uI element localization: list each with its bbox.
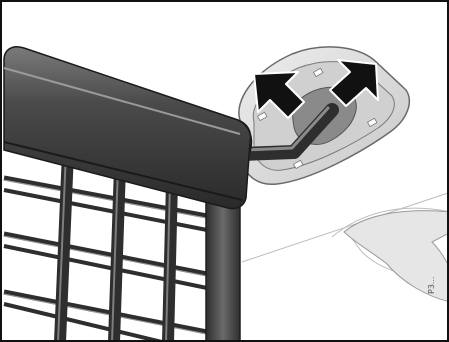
figure-reference-code: P3... [426,260,438,294]
net-post [206,200,240,342]
